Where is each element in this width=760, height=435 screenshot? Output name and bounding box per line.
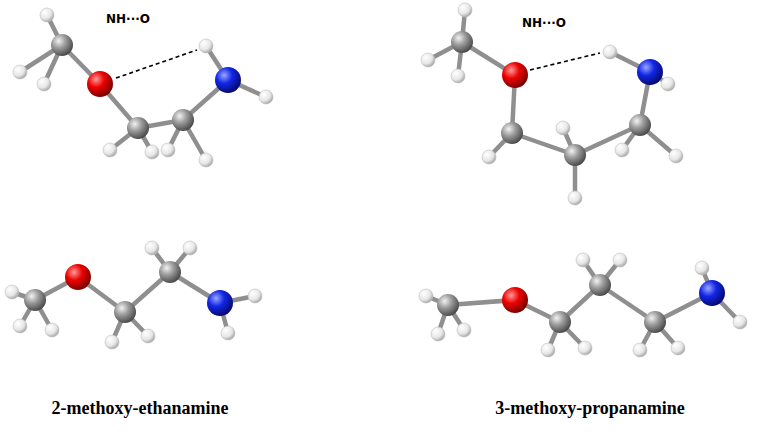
carbon-atom <box>629 114 651 136</box>
nitrogen-atom <box>207 290 233 316</box>
hydrogen-atom <box>145 145 159 159</box>
molecule-c <box>5 241 262 349</box>
hydrogen-atom <box>40 8 54 22</box>
hydrogen-atom <box>613 253 627 267</box>
carbon-atom <box>51 34 73 56</box>
hydrogen-atom <box>141 329 155 343</box>
hydrogen-atom <box>105 335 119 349</box>
hydrogen-atom <box>633 343 647 357</box>
hydrogen-atom <box>541 343 555 357</box>
carbon-atom <box>501 122 523 144</box>
hydrogen-bond <box>116 50 197 78</box>
carbon-atom <box>127 117 149 139</box>
hydrogen-atom <box>733 315 747 329</box>
hydrogen-atom <box>451 69 465 83</box>
hydrogen-bond-label: NH···O <box>522 16 566 30</box>
hydrogen-atom <box>482 150 496 164</box>
oxygen-atom <box>502 287 528 313</box>
hydrogen-atom <box>5 285 19 299</box>
hydrogen-bond <box>530 53 600 70</box>
hydrogen-atom <box>458 3 472 17</box>
oxygen-atom <box>65 264 91 290</box>
hydrogen-atom <box>568 191 582 205</box>
hydrogen-atom <box>556 121 570 135</box>
hydrogen-atom <box>576 253 590 267</box>
hydrogen-atom <box>457 323 471 337</box>
hydrogen-atom <box>615 143 629 157</box>
hydrogen-atom <box>37 77 51 91</box>
hydrogen-atom <box>145 241 159 255</box>
hydrogen-atom <box>661 77 675 91</box>
hydrogen-atom <box>259 90 273 104</box>
hydrogen-atom <box>431 327 445 341</box>
molecule-a <box>13 8 273 167</box>
carbon-atom <box>549 311 571 333</box>
hydrogen-bond-label: NH···O <box>106 12 150 26</box>
carbon-atom <box>114 301 136 323</box>
hydrogen-atom <box>45 323 59 337</box>
hydrogen-atom <box>248 289 262 303</box>
hydrogen-atom <box>669 149 683 163</box>
oxygen-atom <box>87 71 113 97</box>
molecule-b <box>421 3 683 205</box>
molecule-d <box>419 253 747 357</box>
hydrogen-atom <box>578 341 592 355</box>
hydrogen-atom <box>695 261 709 275</box>
hydrogen-atom <box>13 319 27 333</box>
carbon-atom <box>589 274 611 296</box>
molecule-name: 3-methoxy-propanamine <box>495 398 685 419</box>
nitrogen-atom <box>637 59 663 85</box>
hydrogen-atom <box>199 39 213 53</box>
hydrogen-atom <box>221 326 235 340</box>
hydrogen-atom <box>671 341 685 355</box>
oxygen-atom <box>502 62 528 88</box>
hydrogen-atom <box>161 143 175 157</box>
carbon-atom <box>451 31 473 53</box>
carbon-atom <box>644 311 666 333</box>
carbon-atom <box>564 144 586 166</box>
hydrogen-atom <box>419 289 433 303</box>
nitrogen-atom <box>215 67 241 93</box>
hydrogen-atom <box>13 65 27 79</box>
hydrogen-atom <box>183 241 197 255</box>
nitrogen-atom <box>699 280 725 306</box>
hydrogen-atom <box>603 45 617 59</box>
hydrogen-atom <box>421 53 435 67</box>
hydrogen-atom <box>199 153 213 167</box>
carbon-atom <box>172 109 194 131</box>
hydrogen-atom <box>103 143 117 157</box>
carbon-atom <box>24 289 46 311</box>
carbon-atom <box>437 294 459 316</box>
carbon-atom <box>159 261 181 283</box>
molecule-name: 2-methoxy-ethanamine <box>52 398 229 419</box>
